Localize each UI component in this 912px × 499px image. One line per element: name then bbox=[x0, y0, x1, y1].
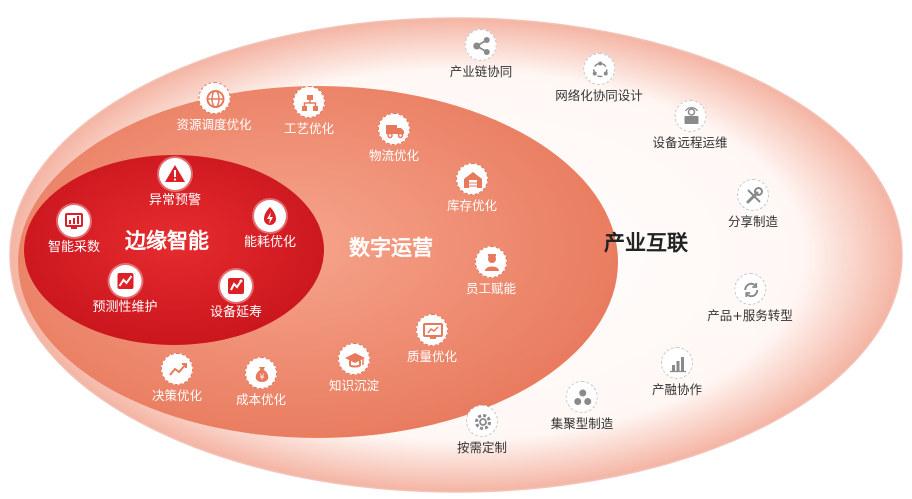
truck-icon bbox=[377, 113, 410, 145]
gauge-icon bbox=[219, 270, 252, 302]
share-nodes-icon bbox=[464, 29, 497, 61]
industry-item-label: 按需定制 bbox=[456, 440, 508, 455]
ops-item-label: 库存优化 bbox=[446, 198, 498, 213]
ops-item-resource-scheduling: 资源调度优化 bbox=[176, 82, 252, 132]
edge-item-label: 异常预警 bbox=[148, 193, 202, 208]
industry-item-industry-finance-collaboration: 产融协作 bbox=[652, 347, 702, 397]
ops-item-process-optimization: 工艺优化 bbox=[284, 86, 334, 136]
ops-item-label: 员工赋能 bbox=[465, 281, 517, 296]
ops-item-inventory-optimization: 库存优化 bbox=[447, 163, 497, 213]
ops-item-label: 工艺优化 bbox=[283, 121, 335, 136]
edge-item-predictive-maintenance: 预测性维护 bbox=[92, 265, 158, 315]
worker-icon bbox=[474, 246, 507, 278]
edge-item-equipment-life-extension: 设备延寿 bbox=[210, 270, 262, 320]
ops-item-label: 知识沉淀 bbox=[328, 378, 380, 393]
trend-icon bbox=[108, 265, 141, 297]
screen-icon bbox=[415, 314, 448, 346]
industry-item-label: 集聚型制造 bbox=[550, 416, 614, 431]
svg-text:¥: ¥ bbox=[259, 373, 264, 382]
globe-icon bbox=[197, 82, 230, 114]
industry-item-label: 产业链协同 bbox=[449, 64, 513, 79]
edge-item-label: 预测性维护 bbox=[92, 300, 158, 315]
ops-item-label: 物流优化 bbox=[368, 148, 420, 163]
edge-item-energy-optimization: 能耗优化 bbox=[244, 200, 296, 250]
ops-item-label: 质量优化 bbox=[406, 349, 458, 364]
ops-item-quality-optimization: 质量优化 bbox=[407, 314, 457, 364]
industry-interconnection-title: 产业互联 bbox=[604, 231, 688, 255]
cluster-icon bbox=[565, 381, 598, 413]
edge-item-label: 设备延寿 bbox=[209, 305, 263, 320]
cycle-icon bbox=[582, 53, 615, 85]
industry-item-cluster-manufacturing: 集聚型制造 bbox=[550, 381, 614, 431]
digital-operations-title: 数字运营 bbox=[349, 236, 433, 260]
warning-icon bbox=[158, 158, 191, 190]
edge-item-label: 智能采数 bbox=[47, 240, 101, 255]
edge-item-anomaly-warning: 异常预警 bbox=[149, 158, 201, 208]
warehouse-icon bbox=[455, 163, 488, 195]
industry-item-label: 设备远程运维 bbox=[652, 135, 728, 150]
industry-item-networked-design: 网络化协同设计 bbox=[555, 53, 643, 103]
industry-item-on-demand-customization: 按需定制 bbox=[457, 405, 507, 455]
money-bag-icon: ¥ bbox=[244, 357, 277, 389]
ops-item-employee-empowerment: 员工赋能 bbox=[466, 246, 516, 296]
lightning-icon bbox=[253, 200, 286, 232]
industry-item-label: 分享制造 bbox=[727, 214, 779, 229]
ops-item-label: 决策优化 bbox=[151, 388, 203, 403]
remote-service-icon bbox=[673, 100, 706, 132]
edge-item-label: 能耗优化 bbox=[243, 235, 297, 250]
ops-item-knowledge-accumulation: 知识沉淀 bbox=[329, 343, 379, 393]
bar-chart-icon bbox=[660, 347, 693, 379]
industry-item-product-service-transformation: 产品+服务转型 bbox=[707, 273, 793, 323]
wrench-icon bbox=[736, 179, 769, 211]
refresh-icon bbox=[733, 273, 766, 305]
graduation-cap-icon bbox=[337, 343, 370, 375]
ops-item-cost-optimization: ¥ 成本优化 bbox=[236, 357, 286, 407]
industry-item-shared-manufacturing: 分享制造 bbox=[728, 179, 778, 229]
industry-item-label: 产融协作 bbox=[651, 382, 703, 397]
ops-item-decision-optimization: 决策优化 bbox=[152, 353, 202, 403]
ops-item-logistics-optimization: 物流优化 bbox=[369, 113, 419, 163]
inner-ellipse bbox=[24, 155, 324, 345]
ops-item-label: 成本优化 bbox=[235, 392, 287, 407]
industry-item-label: 产品+服务转型 bbox=[707, 308, 793, 323]
industry-item-label: 网络化协同设计 bbox=[555, 88, 643, 103]
industry-item-remote-maintenance: 设备远程运维 bbox=[652, 100, 728, 150]
monitor-chart-icon bbox=[57, 205, 90, 237]
edge-intelligence-title: 边缘智能 bbox=[125, 229, 209, 253]
custom-gear-icon bbox=[465, 405, 498, 437]
trend-up-icon bbox=[160, 353, 193, 385]
ops-item-label: 资源调度优化 bbox=[176, 117, 252, 132]
industry-item-supply-chain-collaboration: 产业链协同 bbox=[449, 29, 513, 79]
org-chart-icon bbox=[292, 86, 325, 118]
edge-item-smart-data-collection: 智能采数 bbox=[48, 205, 100, 255]
